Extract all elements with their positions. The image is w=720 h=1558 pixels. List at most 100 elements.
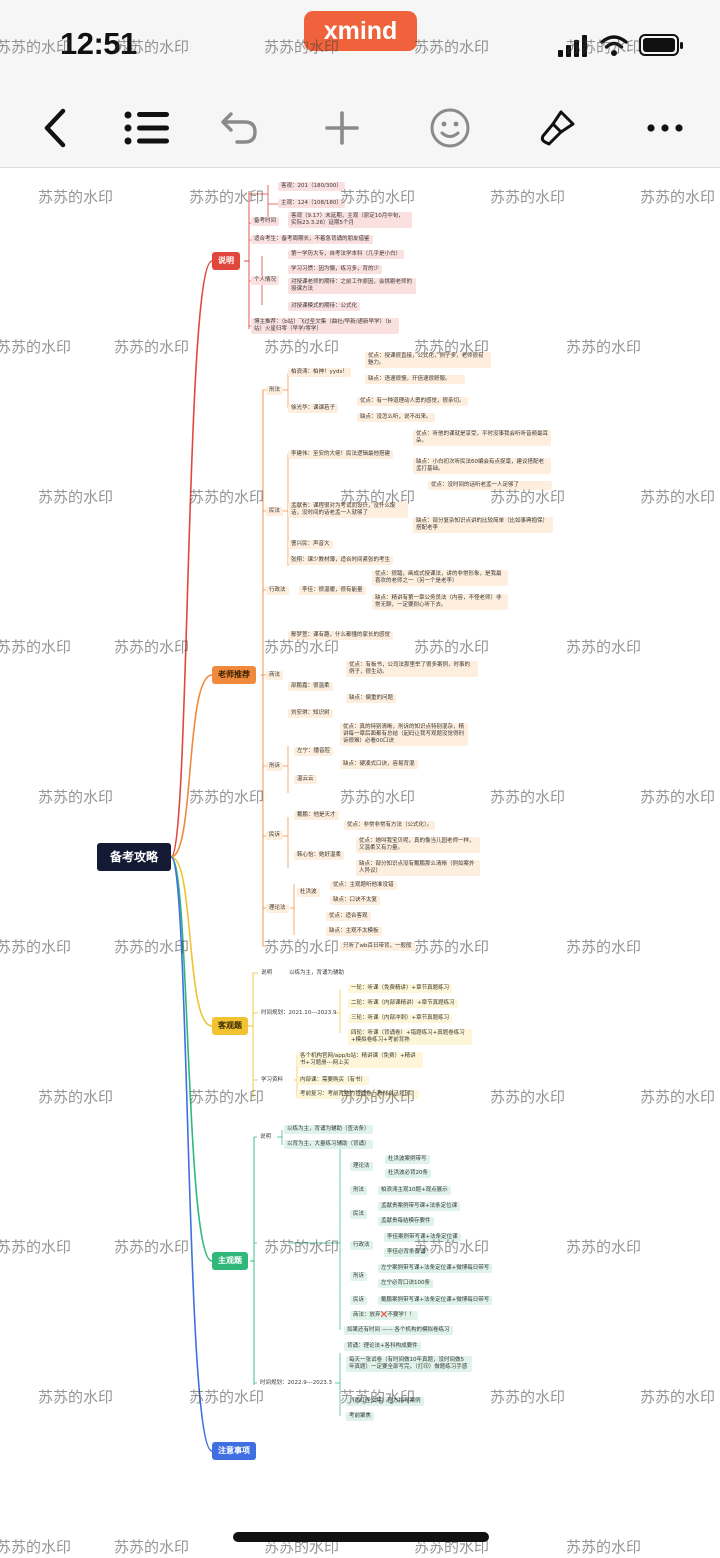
home-indicator[interactable] bbox=[233, 1532, 489, 1542]
topic-node[interactable]: 时间规划：2022.9---2023.3 bbox=[260, 1380, 332, 1386]
add-topic-button[interactable] bbox=[316, 102, 368, 154]
topic-node[interactable]: 以练为主，背诵为辅助 bbox=[289, 970, 345, 976]
topic-node[interactable]: 温云云 bbox=[294, 775, 317, 784]
topic-node[interactable]: 左宁：播音腔 bbox=[294, 747, 334, 756]
topic-node[interactable]: 理论法 bbox=[266, 904, 289, 913]
topic-node[interactable]: 考前聚焦 bbox=[346, 1412, 375, 1421]
topic-node[interactable]: 每天一张试卷（有时间做10年真题，没时间做5年真题）一定要全部写完，（打印）做题… bbox=[346, 1356, 472, 1372]
topic-node[interactable]: 杜洪波案例带写 bbox=[385, 1155, 430, 1164]
topic-node[interactable]: 优点：她叫我宝贝呢，真的像当儿园老师一样，又温柔又有力量。 bbox=[356, 837, 480, 853]
topic-node[interactable]: 说明 bbox=[261, 970, 273, 976]
topic-node[interactable]: 左宁案例带写课+法条定位课+微博每日带写 bbox=[378, 1264, 493, 1273]
topic-node[interactable]: 缺点：部分复杂知识点讲的比较简单（比如事典抱保）搭配老李 bbox=[413, 517, 553, 533]
topic-node[interactable]: 缺点：语速很慢，开倍速很舒服。 bbox=[365, 375, 465, 384]
branch-keguanti[interactable]: 客观题 bbox=[212, 1017, 248, 1035]
topic-node[interactable]: 李佳：很温暖，很有能量 bbox=[299, 586, 366, 595]
topic-node[interactable]: 缺点：硬凑式口诀，容易背混 bbox=[340, 760, 418, 769]
topic-node[interactable]: 内部课：需要购买（有书） bbox=[297, 1076, 370, 1085]
topic-node[interactable]: 民法 bbox=[266, 507, 284, 516]
topic-node[interactable]: 如果还有时间 —— 各个机构的模拟卷练习 bbox=[344, 1326, 453, 1335]
topic-node[interactable]: 个人情况 bbox=[251, 276, 280, 285]
topic-node[interactable]: 行政法 bbox=[350, 1241, 373, 1250]
topic-node[interactable]: 缺点：部分知识点没有戴鹏那么清晰（例如案外人异议） bbox=[356, 860, 480, 876]
topic-node[interactable]: 优点：有板书，公司法那里举了很多案例，时事的例子，很生动。 bbox=[346, 661, 478, 677]
topic-node[interactable]: 韩心怡：她好温柔 bbox=[294, 851, 345, 860]
topic-node[interactable]: 各个机构官网/app/b站：精讲课（免费）+精讲书+习题册---网上买 bbox=[297, 1052, 423, 1068]
topic-node[interactable]: 三轮：听课（内部冲刺）+章节真题练习 bbox=[348, 1014, 453, 1023]
topic-node[interactable]: 二轮：听课（内部课精讲）+章节真题练习 bbox=[348, 999, 458, 1008]
topic-node[interactable]: 刑法 bbox=[266, 386, 284, 395]
topic-node[interactable]: 学习习惯：因为懒，练习多，背的少 bbox=[288, 265, 383, 274]
topic-node[interactable]: 柏浪涛：柏神！yyds！ bbox=[288, 368, 351, 377]
topic-node[interactable]: 备考时间 bbox=[251, 217, 280, 226]
topic-node[interactable]: 徐光华：课课若子 bbox=[288, 404, 339, 413]
topic-node[interactable]: 孟献贵每结模存要件 bbox=[378, 1217, 434, 1226]
topic-node[interactable]: 优点：有一种道理动人勇的感觉，很亲切。 bbox=[357, 397, 468, 406]
root-topic[interactable]: 备考攻略 bbox=[97, 843, 171, 871]
topic-node[interactable]: 缺点：没怎么听，说不出来。 bbox=[357, 413, 435, 422]
topic-node[interactable]: 缺点：小白初次听民法60编会有点捉毫，建议搭配老孟打基础。 bbox=[413, 458, 551, 474]
topic-node[interactable]: 孟献贵：课程很对为考试而设计，没什么废话，没时间的话老孟一人就够了 bbox=[288, 502, 408, 518]
format-button[interactable] bbox=[531, 102, 583, 154]
topic-node[interactable]: 李佳必背条背诵 bbox=[384, 1248, 429, 1257]
topic-node[interactable]: 民法 bbox=[350, 1210, 368, 1219]
topic-node[interactable]: 优点：很踏，画成式授课法，讲的非常形象，是我最喜欢的老师之一（另一个是老李） bbox=[372, 570, 508, 586]
topic-node[interactable]: 客观：201（180/300） bbox=[278, 182, 345, 191]
topic-node[interactable]: 第一学历大专，自考法学本科（几乎是小白） bbox=[288, 250, 405, 259]
topic-node[interactable]: 优点：授课很直接，公式化，例子多，老师很有魅力。 bbox=[365, 352, 491, 368]
topic-node[interactable]: 客观（9.17）未延期，主观（原定10月中旬，实际23.3.26）延期5个月 bbox=[288, 212, 412, 228]
branch-zhuyi-shixiang[interactable]: 注意事项 bbox=[212, 1442, 256, 1460]
topic-node[interactable]: 以练为主，背诵为辅助（查法条） bbox=[284, 1125, 373, 1134]
topic-node[interactable]: 优点：非常非常有方法（公式化）。 bbox=[344, 821, 436, 830]
topic-node[interactable]: 民诉 bbox=[350, 1296, 368, 1305]
topic-node[interactable]: 优点：主观题听他准没错 bbox=[330, 881, 397, 890]
topic-node[interactable]: 时间规划：2021.10---2023.9 bbox=[261, 1010, 337, 1016]
topic-node[interactable]: 背诵：理论法+各科构成要件 bbox=[344, 1342, 421, 1351]
topic-node[interactable]: 理论法 bbox=[350, 1162, 373, 1171]
topic-node[interactable]: （西红圣文集）官方指导案例 bbox=[346, 1397, 424, 1406]
topic-node[interactable]: 柏浪涛主观10题+观点展示 bbox=[378, 1186, 451, 1195]
topic-node[interactable]: 适合考生：备考周期长，不着急背诵的朋友借鉴 bbox=[251, 235, 373, 244]
topic-node[interactable]: 部鹏嘉：很温柔 bbox=[288, 682, 333, 691]
topic-node[interactable]: 左宁必背口诀100条 bbox=[378, 1279, 433, 1288]
topic-node[interactable]: 李佳案例带写课+法条定位课 bbox=[384, 1233, 461, 1242]
topic-node[interactable]: 张翔：课少教材薄，适合时间紧张的考生 bbox=[288, 556, 394, 565]
topic-node[interactable]: 刑诉 bbox=[350, 1272, 368, 1281]
topic-node[interactable]: 对授课老师的期待：之前工作原因，会挑剔老师的授课方法 bbox=[288, 278, 416, 294]
topic-node[interactable]: 李建伟：至安的大佬！民法逻辑最他搭建 bbox=[288, 450, 394, 459]
outline-button[interactable] bbox=[121, 102, 173, 154]
topic-node[interactable]: 说明 bbox=[260, 1134, 272, 1140]
topic-node[interactable]: 曹兴民：声音大 bbox=[288, 540, 333, 549]
topic-node[interactable]: 刑诉 bbox=[266, 762, 284, 771]
topic-node[interactable]: 孟献贵案例带写课+法条定位课 bbox=[378, 1202, 461, 1211]
more-button[interactable] bbox=[639, 102, 691, 154]
topic-node[interactable]: 行政法 bbox=[266, 586, 289, 595]
topic-node[interactable]: 对授课模式的期待：公式化 bbox=[288, 302, 361, 311]
topic-node[interactable]: 一轮：听课（免费精讲）+章节真题练习 bbox=[348, 984, 453, 993]
branch-shuoming[interactable]: 说明 bbox=[212, 252, 240, 270]
topic-node[interactable]: 考前复习：考前背熟的背诵卷，教材自己打印。 bbox=[297, 1090, 419, 1099]
topic-node[interactable]: 优点：没时间的话听老孟一人足够了 bbox=[428, 481, 552, 490]
topic-node[interactable]: 优点：适合客观 bbox=[326, 912, 371, 921]
topic-node[interactable]: 学习资料 bbox=[261, 1077, 284, 1083]
mindmap-canvas[interactable]: 备考攻略 说明 老师推荐 客观题 主观题 注意事项 客观：201（180/300… bbox=[0, 168, 720, 1558]
topic-node[interactable]: 民诉 bbox=[266, 831, 284, 840]
topic-node[interactable]: 鄢梦萱：课有趣，什么都懂的家长的感觉 bbox=[288, 631, 394, 640]
topic-node[interactable]: 主观：124（108/180） bbox=[278, 199, 345, 208]
topic-node[interactable]: 杜洪波必背20条 bbox=[385, 1169, 431, 1178]
topic-node[interactable]: 优点：听他的课就是享受，平时没事我会听听音频最耳朵。 bbox=[413, 430, 551, 446]
topic-node[interactable]: 以背为主，大量练习辅助（背诵） bbox=[284, 1140, 373, 1149]
topic-node[interactable]: 只听了wb百日带背，一般般 bbox=[340, 942, 415, 951]
topic-node[interactable]: 刑法 bbox=[350, 1186, 368, 1195]
topic-node[interactable]: 四轮：听课（背诵卷）+错题练习+真题卷练习+模拟卷练习+考前背熟 bbox=[348, 1029, 472, 1045]
topic-node[interactable]: 缺点：偏重的问题 bbox=[346, 694, 397, 703]
topic-node[interactable]: 缺点：主观不太模板 bbox=[326, 927, 382, 936]
topic-node[interactable]: 商法 bbox=[266, 671, 284, 680]
topic-node[interactable]: 商法：放弃❌不要学！！ bbox=[350, 1311, 418, 1320]
topic-node[interactable]: 博主推荐：（b站）飞过圣文集（曲社/早新/递新早学）（b站）火星归零（早学/零学… bbox=[251, 318, 399, 334]
emoji-button[interactable] bbox=[424, 102, 476, 154]
topic-node[interactable]: 刘安琪：知识树 bbox=[288, 709, 333, 718]
topic-node[interactable]: 优点：真的特别清晰，刑诉的知识点特别混杂，精讲每一章后面都有总结（起码让我写观题… bbox=[340, 723, 468, 746]
topic-node[interactable]: 缺点：口诀不太复 bbox=[330, 896, 381, 905]
topic-node[interactable]: 杜洪波 bbox=[297, 888, 320, 897]
